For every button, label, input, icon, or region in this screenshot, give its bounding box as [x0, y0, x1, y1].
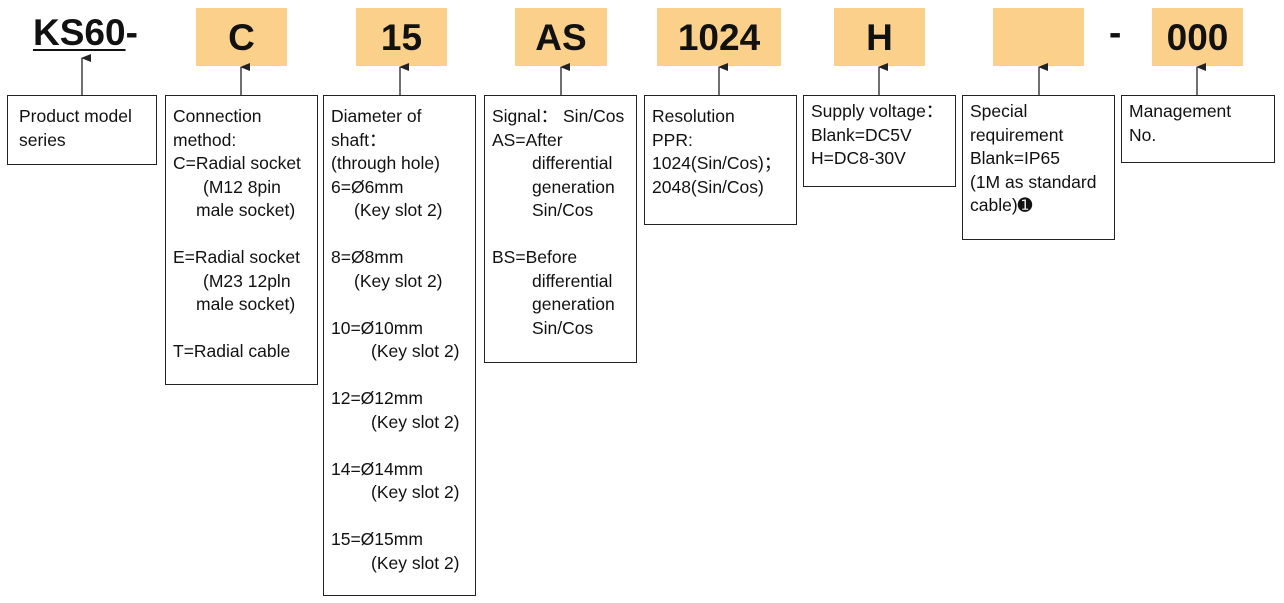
- shaft-title-3: (through hole): [331, 153, 440, 173]
- signal-bs-option: BS=Before: [492, 247, 578, 267]
- special-title-1: Special: [970, 101, 1028, 121]
- special-option-blank: Blank=IP65: [970, 148, 1060, 168]
- shaft-option-6: 6=Ø6mm: [331, 176, 404, 197]
- connection-e-detail-2: male socket): [196, 294, 296, 314]
- signal-bs-detail-3: Sin/Cos: [532, 317, 594, 338]
- connection-title-2: method:: [173, 129, 237, 150]
- shaft-option-12: 12=Ø12mm: [331, 388, 423, 408]
- product-line-2: series: [19, 129, 66, 150]
- connection-c-detail-1: (M12 8pin: [203, 176, 281, 197]
- signal-as-detail-2: generation: [532, 176, 615, 197]
- signal-bs-detail-2: generation: [532, 294, 615, 314]
- signal-as-option: AS=After: [492, 129, 563, 150]
- signal-as-detail-1: differential: [532, 153, 613, 173]
- signal-title: Signal： Sin/Cos: [492, 106, 625, 126]
- shaft-option-15: 15=Ø15mm: [331, 529, 423, 549]
- connection-e-detail-1: (M23 12pln: [203, 270, 291, 291]
- shaft-option-6-note: (Key slot 2): [354, 200, 443, 220]
- resolution-option-2048: 2048(Sin/Cos): [652, 176, 764, 197]
- resolution-title: Resolution: [652, 106, 735, 126]
- signal-as-detail-3: Sin/Cos: [532, 200, 594, 220]
- connection-title-1: Connection: [173, 106, 262, 126]
- shaft-title-2: shaft：: [331, 129, 387, 150]
- special-title-2: requirement: [970, 124, 1064, 145]
- connection-c-detail-2: male socket): [196, 200, 296, 220]
- model-series-code: KS60: [33, 12, 126, 53]
- management-title-1: Management: [1129, 101, 1232, 121]
- connection-c-option: C=Radial socket: [173, 153, 301, 173]
- connection-e-option: E=Radial socket: [173, 247, 300, 267]
- voltage-title: Supply voltage：: [811, 101, 944, 121]
- shaft-option-12-note: (Key slot 2): [371, 411, 460, 432]
- model-prefix: KS60-: [33, 14, 138, 51]
- shaft-option-14: 14=Ø14mm: [331, 458, 423, 479]
- shaft-title-1: Diameter of: [331, 106, 422, 126]
- shaft-option-10-note: (Key slot 2): [371, 341, 460, 361]
- special-cable-note-2: cable)➊: [970, 195, 1033, 215]
- product-line-1: Product model: [19, 106, 132, 126]
- model-dash: -: [125, 12, 138, 53]
- resolution-ppr-label: PPR:: [652, 129, 693, 150]
- connection-t-option: T=Radial cable: [173, 341, 291, 361]
- voltage-option-h: H=DC8-30V: [811, 148, 906, 168]
- desc-supply-voltage: Supply voltage： Blank=DC5V H=DC8-30V: [803, 95, 956, 187]
- code-resolution: 1024: [657, 8, 781, 66]
- desc-resolution: Resolution PPR: 1024(Sin/Cos)； 2048(Sin/…: [644, 95, 797, 225]
- code-separator: -: [1109, 12, 1122, 53]
- shaft-option-15-note: (Key slot 2): [371, 552, 460, 573]
- code-voltage: H: [834, 8, 925, 66]
- code-special: [993, 8, 1084, 66]
- code-connection: C: [196, 8, 287, 66]
- shaft-option-8: 8=Ø8mm: [331, 247, 404, 267]
- special-cable-note-1: (1M as standard: [970, 171, 1097, 192]
- code-signal: AS: [515, 8, 607, 66]
- desc-connection-method: Connection method: C=Radial socket (M12 …: [165, 95, 318, 385]
- code-management: 000: [1152, 8, 1243, 66]
- shaft-option-8-note: (Key slot 2): [354, 270, 443, 291]
- desc-signal: Signal： Sin/Cos AS=After differential ge…: [484, 95, 637, 363]
- shaft-option-14-note: (Key slot 2): [371, 482, 460, 502]
- shaft-option-10: 10=Ø10mm: [331, 317, 423, 338]
- signal-bs-detail-1: differential: [532, 270, 613, 291]
- desc-management-no: Management No.: [1121, 95, 1275, 163]
- desc-shaft-diameter: Diameter of shaft： (through hole) 6=Ø6mm…: [323, 95, 476, 596]
- desc-special-requirement: Special requirement Blank=IP65 (1M as st…: [962, 95, 1115, 240]
- management-title-2: No.: [1129, 124, 1157, 145]
- resolution-option-1024: 1024(Sin/Cos)；: [652, 153, 782, 173]
- code-shaft: 15: [356, 8, 447, 66]
- desc-product-model: Product model series: [7, 95, 157, 165]
- voltage-option-blank: Blank=DC5V: [811, 124, 912, 145]
